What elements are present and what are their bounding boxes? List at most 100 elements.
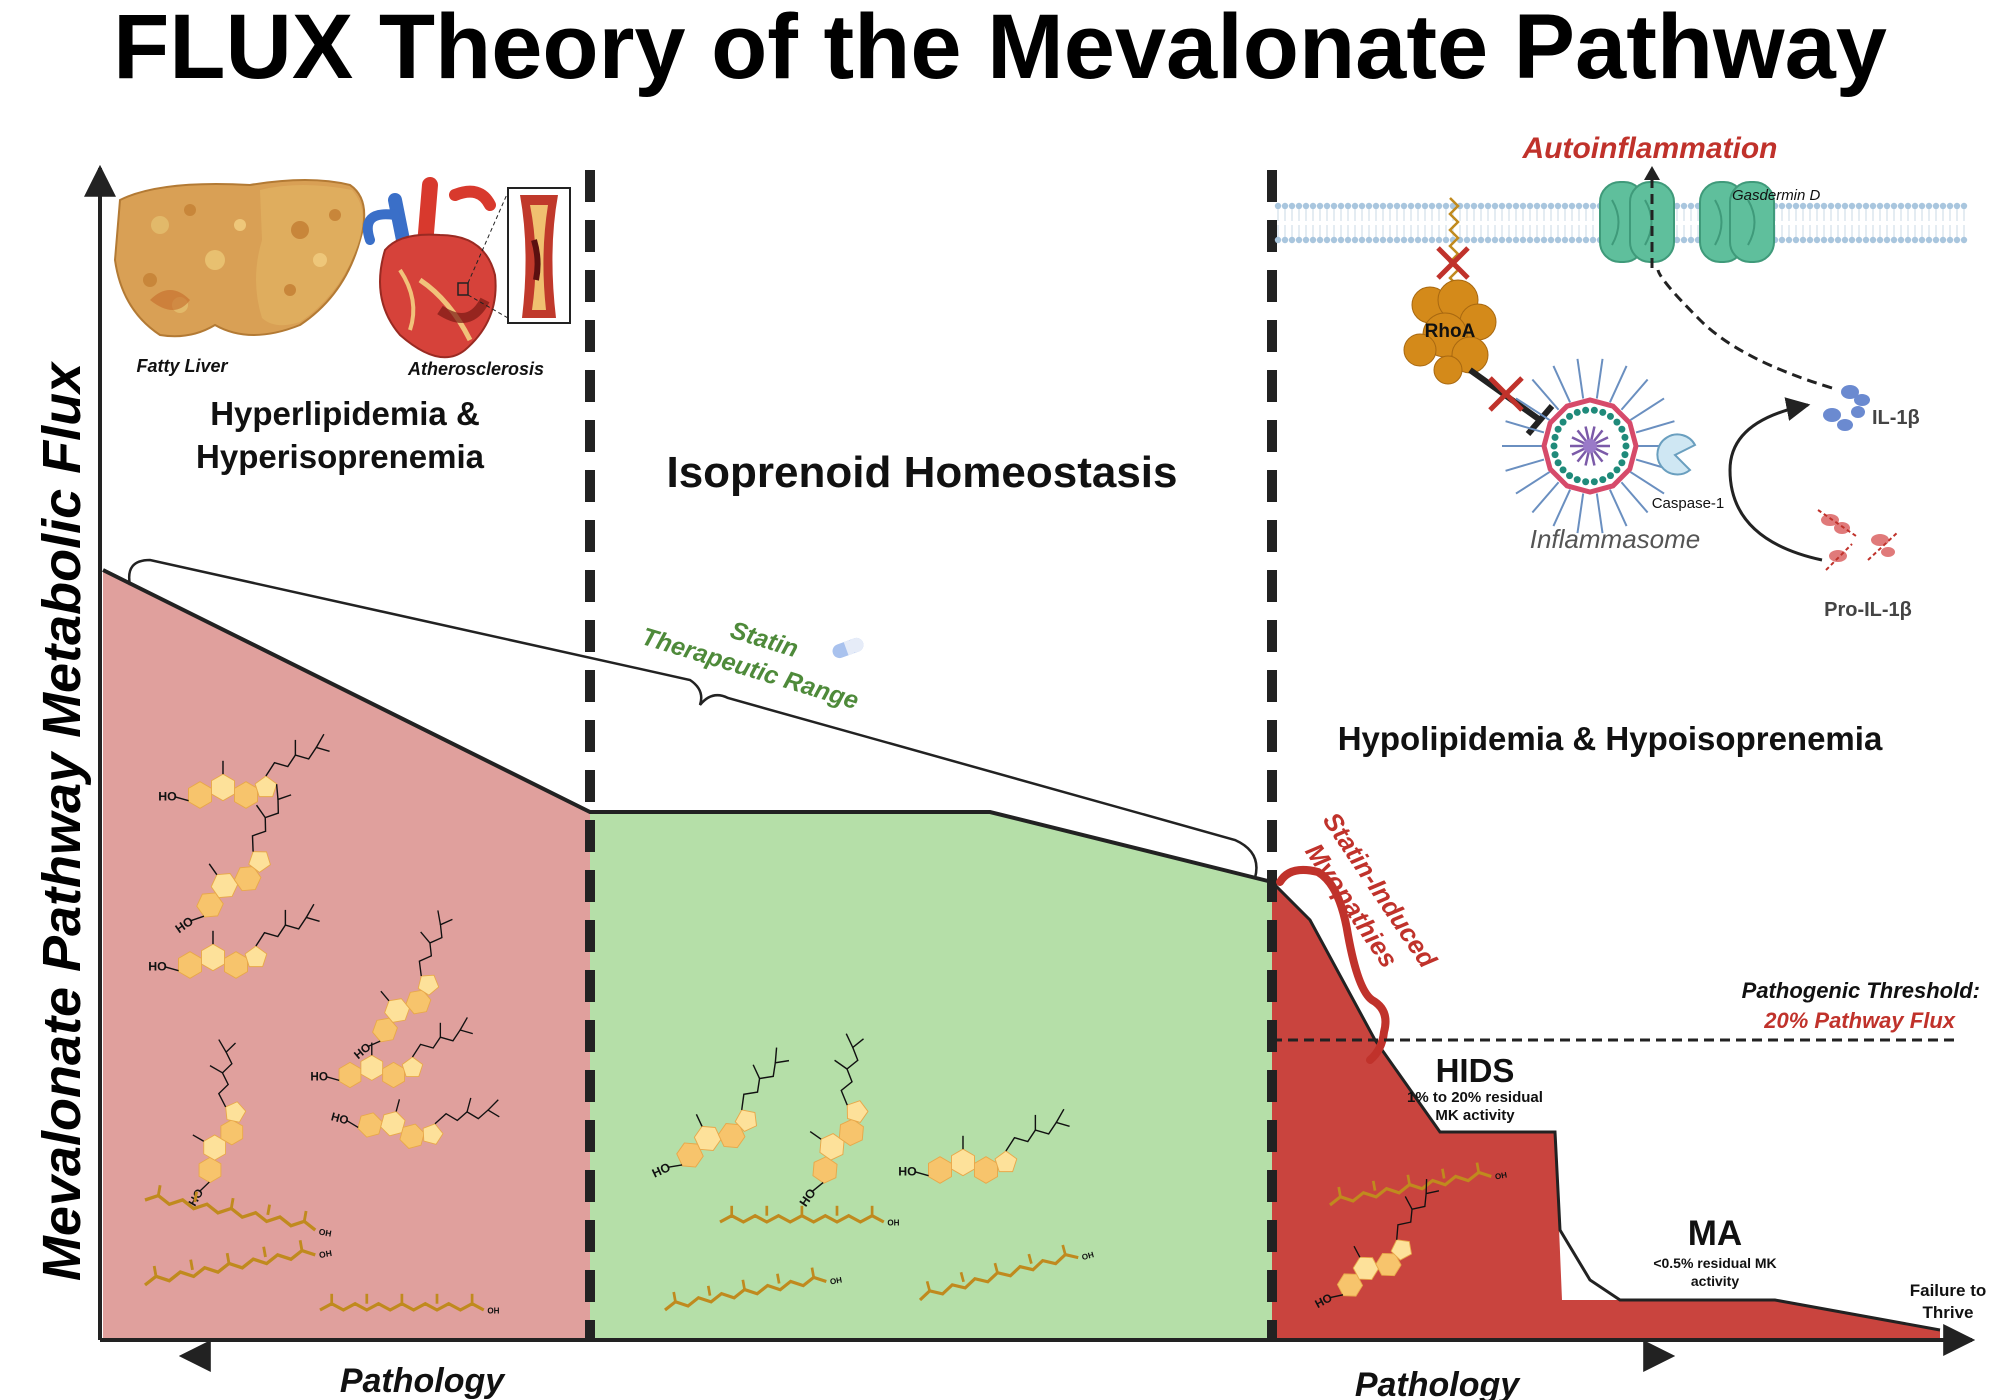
lipid-head [1547, 202, 1555, 210]
nlrp-arm [1609, 489, 1628, 527]
lipid-head [1358, 236, 1366, 244]
blocked-prenylation-x-icon [1436, 246, 1470, 280]
hydroxyl-bond [199, 1181, 210, 1192]
lipid-head [1365, 202, 1373, 210]
pro-il1b-cleavage-lines [1817, 509, 1899, 571]
lipid-head [1414, 236, 1422, 244]
sterol-ring [422, 1123, 444, 1145]
isoprenoid-molecule: OH [1329, 1162, 1508, 1207]
lipid-head [1785, 202, 1793, 210]
sterol-ring [401, 1056, 424, 1077]
hydroxyl-bond [346, 1120, 359, 1128]
lipid-head [1526, 236, 1534, 244]
lipid-head [1799, 236, 1807, 244]
hydroxyl-bond [165, 966, 179, 972]
lipid-head [1484, 202, 1492, 210]
lipid-head [1519, 202, 1527, 210]
failure-to-thrive-line2: Thrive [1922, 1303, 1973, 1322]
lipid-head [1372, 202, 1380, 210]
lipid-head [1456, 202, 1464, 210]
statin-range-bracket [127, 558, 1258, 879]
lipid-head [1540, 202, 1548, 210]
lipid-head [1505, 202, 1513, 210]
methyl-bond [1353, 1245, 1361, 1258]
lipid-head [1778, 202, 1786, 210]
lipid-head [1295, 202, 1303, 210]
asc-bead [1566, 412, 1574, 420]
lipid-head [1792, 202, 1800, 210]
isoprene-methyl [302, 1210, 308, 1222]
lipid-head [1862, 202, 1870, 210]
lipid-head [1673, 202, 1681, 210]
sterol-ring [384, 998, 410, 1023]
lipid-head [1904, 202, 1912, 210]
lipid-head [1589, 202, 1597, 210]
lipid-head [1442, 236, 1450, 244]
pro-il1b-label: Pro-IL-1β [1824, 599, 1912, 621]
asc-bead [1551, 451, 1559, 459]
isoprene-methyl [156, 1185, 162, 1196]
isoprene-methyl [1475, 1162, 1481, 1173]
lipid-head [1841, 202, 1849, 210]
sterol-ring [1352, 1256, 1379, 1281]
sterol-ring [819, 1133, 845, 1161]
isoprene-methyl [741, 1279, 746, 1290]
lipid-head [1813, 202, 1821, 210]
asc-bead [1559, 418, 1567, 426]
homeostasis-heading: Isoprenoid Homeostasis [666, 448, 1177, 497]
lipid-head [1855, 202, 1863, 210]
isoprene-methyl [925, 1280, 931, 1292]
methyl-bond [420, 931, 431, 944]
lipid-head [1330, 202, 1338, 210]
lipid-head [1372, 236, 1380, 244]
lipid-head [1281, 236, 1289, 244]
lipid-head [1421, 202, 1429, 210]
nlrp-arm [1515, 471, 1551, 495]
caspase-1-icon [1656, 433, 1697, 476]
hydroxyl-bond [668, 1164, 683, 1168]
isoprene-methyl [959, 1271, 965, 1283]
isoprene-methyl [993, 1262, 999, 1274]
threshold-label-line1: Pathogenic Threshold: [1742, 978, 1980, 1003]
nlrp-arm [1552, 365, 1571, 403]
lipid-head [1519, 236, 1527, 244]
hydroxyl-end-label: OH [1081, 1250, 1095, 1262]
lipid-head [1869, 236, 1877, 244]
lipid-head [1848, 236, 1856, 244]
hydroxyl-end-label: OH [487, 1307, 499, 1316]
lipid-head [1351, 236, 1359, 244]
methyl-bond [255, 804, 266, 819]
lipid-head [1351, 202, 1359, 210]
lipid-head [1876, 236, 1884, 244]
sterol-molecule: HO [310, 1017, 473, 1089]
lipid-head [1540, 236, 1548, 244]
sterol-ring [693, 1125, 722, 1151]
sterol-ring [210, 873, 239, 899]
nlrp-arm [1505, 420, 1545, 434]
lipid-head [1911, 202, 1919, 210]
isoprene-chain [918, 1252, 1079, 1302]
hyperlipidemia-region [103, 570, 590, 1338]
hydroxyl-bond [175, 796, 189, 802]
nlrp-arm [1620, 481, 1649, 514]
lipid-head [1876, 202, 1884, 210]
lipid-head [1477, 236, 1485, 244]
methyl-bond [695, 1113, 703, 1127]
lipid-head [1393, 236, 1401, 244]
isoprene-methyl [298, 1240, 304, 1251]
lipid-head [1344, 202, 1352, 210]
lipid-head [1806, 202, 1814, 210]
asc-bead [1618, 459, 1626, 467]
inflammasome-complex [1502, 358, 1678, 534]
lipid-head [1792, 236, 1800, 244]
asc-bead [1618, 425, 1626, 433]
lipid-head [1484, 236, 1492, 244]
sterol-ring [417, 974, 440, 996]
sterol-ring [254, 775, 278, 798]
asc-bead [1599, 476, 1607, 484]
sterol-ring [994, 1150, 1018, 1173]
lipid-head [1491, 202, 1499, 210]
asc-bead [1606, 472, 1614, 480]
lipid-head [1883, 236, 1891, 244]
